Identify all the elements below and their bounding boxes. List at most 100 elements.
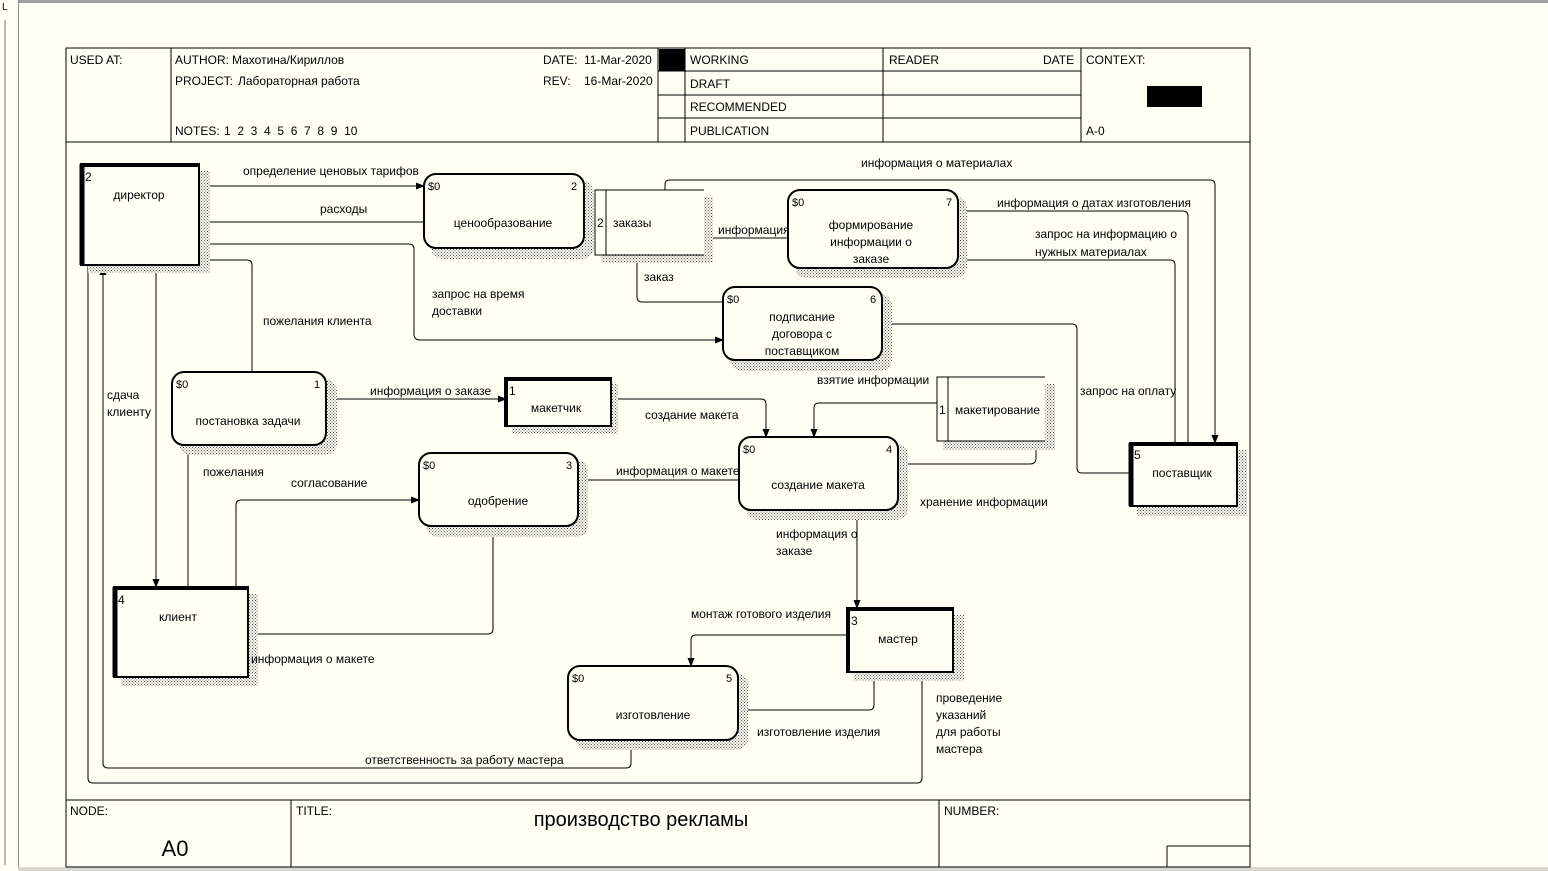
footer-text: NODE: A0 TITLE: производство рекламы NUM… [70,804,999,861]
flow-label-agreement: согласование [291,476,368,490]
status-working-marker [659,49,685,71]
date-label: DATE: [543,53,577,67]
entity-label: мастер [878,632,918,646]
entity-director[interactable]: 2 директор [79,163,210,273]
project-value: Лабораторная работа [238,74,360,88]
arrow-layout-to-client[interactable] [247,526,494,638]
entity-number: 2 [85,170,92,184]
flow-label-store-info: хранение информации [920,495,1048,509]
entity-number: 5 [1134,448,1141,462]
notes-label: NOTES: [175,124,220,138]
flow-label-materials-request: нужных материалах [1035,245,1147,259]
node-value: A0 [162,836,189,861]
entity-client[interactable]: 4 клиент [112,586,258,686]
title-label: TITLE: [296,804,332,818]
store-label: макетирование [955,403,1040,417]
notes-value: 1 2 3 4 5 6 7 8 9 10 [224,124,358,138]
arrow-create-layout[interactable] [610,398,770,438]
flow-label-to-client: сдача [107,388,140,402]
flow-label-layout-to-client: информация о макете [251,652,375,666]
flow-label-dates-info: информация о датах изготовления [997,196,1191,210]
store-number: 1 [939,403,946,417]
process-number: 1 [314,379,320,391]
flow-label-payment-request: запрос на оплату [1080,384,1176,398]
process-cost: $0 [572,673,584,685]
date-value: 11-Mar-2020 [584,53,652,67]
process-number: 2 [571,181,577,193]
flow-label-expenses: расходы [320,202,367,216]
process-label: подписание [769,310,835,324]
flow-label-create-layout: создание макета [645,408,739,422]
flow-label-master-instructions: указаний [936,708,986,722]
status-recommended: RECOMMENDED [690,100,787,114]
arrow-client-wishes[interactable] [199,256,253,372]
status-publication: PUBLICATION [690,124,769,138]
entity-master[interactable]: 3 мастер [846,607,964,681]
arrow-take-info[interactable] [810,402,938,438]
arrow-payment-request[interactable] [882,320,1130,474]
arrow-material-info[interactable] [664,179,1219,444]
process-cost: $0 [428,181,440,193]
arrow-materials-request[interactable] [957,256,1176,443]
arrow-agreement[interactable] [235,496,420,587]
entity-maketchik[interactable]: 1 макетчик [504,377,618,434]
process-pricing[interactable]: $0 2 ценообразование [423,173,594,259]
arrow-assembly[interactable] [687,634,847,667]
author-label: AUTHOR: [175,53,229,67]
window-bottom-border [18,867,1548,871]
process-label: изготовление [616,708,691,722]
arrow-store-info[interactable] [898,439,1040,465]
flow-label-layout-info: информация о макете [616,464,740,478]
author-value: Махотина/Кириллов [232,53,344,67]
process-approval[interactable]: $0 3 одобрение [418,452,588,537]
flow-labels: определение ценовых тарифов расходы инфо… [107,156,1191,767]
arrow-master-instructions[interactable] [87,265,926,784]
header-frame [65,47,1251,868]
store-orders[interactable]: 2 заказы [594,189,713,263]
process-cost: $0 [727,294,739,306]
store-layouts[interactable]: 1 макетирование [936,376,1055,450]
context-node: A-0 [1086,124,1105,138]
process-label: заказе [853,252,890,266]
arrows [87,179,1219,784]
window-top-border [0,0,1548,3]
arrow-delivery-request[interactable] [198,243,724,344]
process-task-setting[interactable]: $0 1 постановка задачи [171,371,337,455]
used-at-label: USED AT: [70,53,122,67]
reader-date-label: DATE [1043,53,1074,67]
flow-label-master-responsibility: ответственность за работу мастера [365,753,564,767]
process-contract[interactable]: $0 6 подписание договора с поставщиком [722,286,892,371]
flow-label-to-client: клиенту [107,405,151,419]
flow-label-materials-request: запрос на информацию о [1035,227,1177,241]
entity-number: 3 [851,614,858,628]
entity-supplier[interactable]: 5 поставщик [1128,442,1247,516]
rev-label: REV: [543,74,571,88]
flow-label-delivery-request: запрос на время [432,287,524,301]
process-manufacturing[interactable]: $0 5 изготовление [567,665,748,750]
process-label: договора с [772,327,832,341]
store-number: 2 [597,216,604,230]
arrow-manufacturing[interactable] [739,672,875,714]
arrow-order[interactable] [633,254,723,303]
process-layout-creation[interactable]: $0 4 создание макета [738,436,908,520]
flow-label-information: информация [718,223,790,237]
process-label: формирование [829,218,914,232]
ruler-left: L [0,0,19,871]
reader-label: READER [889,53,939,67]
arrow-master-responsibility[interactable] [99,266,632,769]
process-label: ценообразование [454,216,553,230]
entities: 2 директор 1 макетчик 4 клиент 5 поставщ… [79,163,1247,686]
scrollbar-vertical[interactable] [4,20,6,865]
flow-label-order-info-master: заказе [776,544,813,558]
flow-label-manufacturing: изготовление изделия [757,725,880,739]
entity-label: поставщик [1152,466,1212,480]
context-thumbnail[interactable] [1147,86,1202,107]
entity-label: директор [113,188,164,202]
node-label: NODE: [70,804,108,818]
process-label: одобрение [468,494,529,508]
process-number: 6 [870,294,876,306]
flow-label-wishes: пожелания [203,465,264,479]
arrow-dates-info[interactable] [957,207,1189,443]
process-forming-order-info[interactable]: $0 7 формирование информации о заказе [787,189,967,278]
